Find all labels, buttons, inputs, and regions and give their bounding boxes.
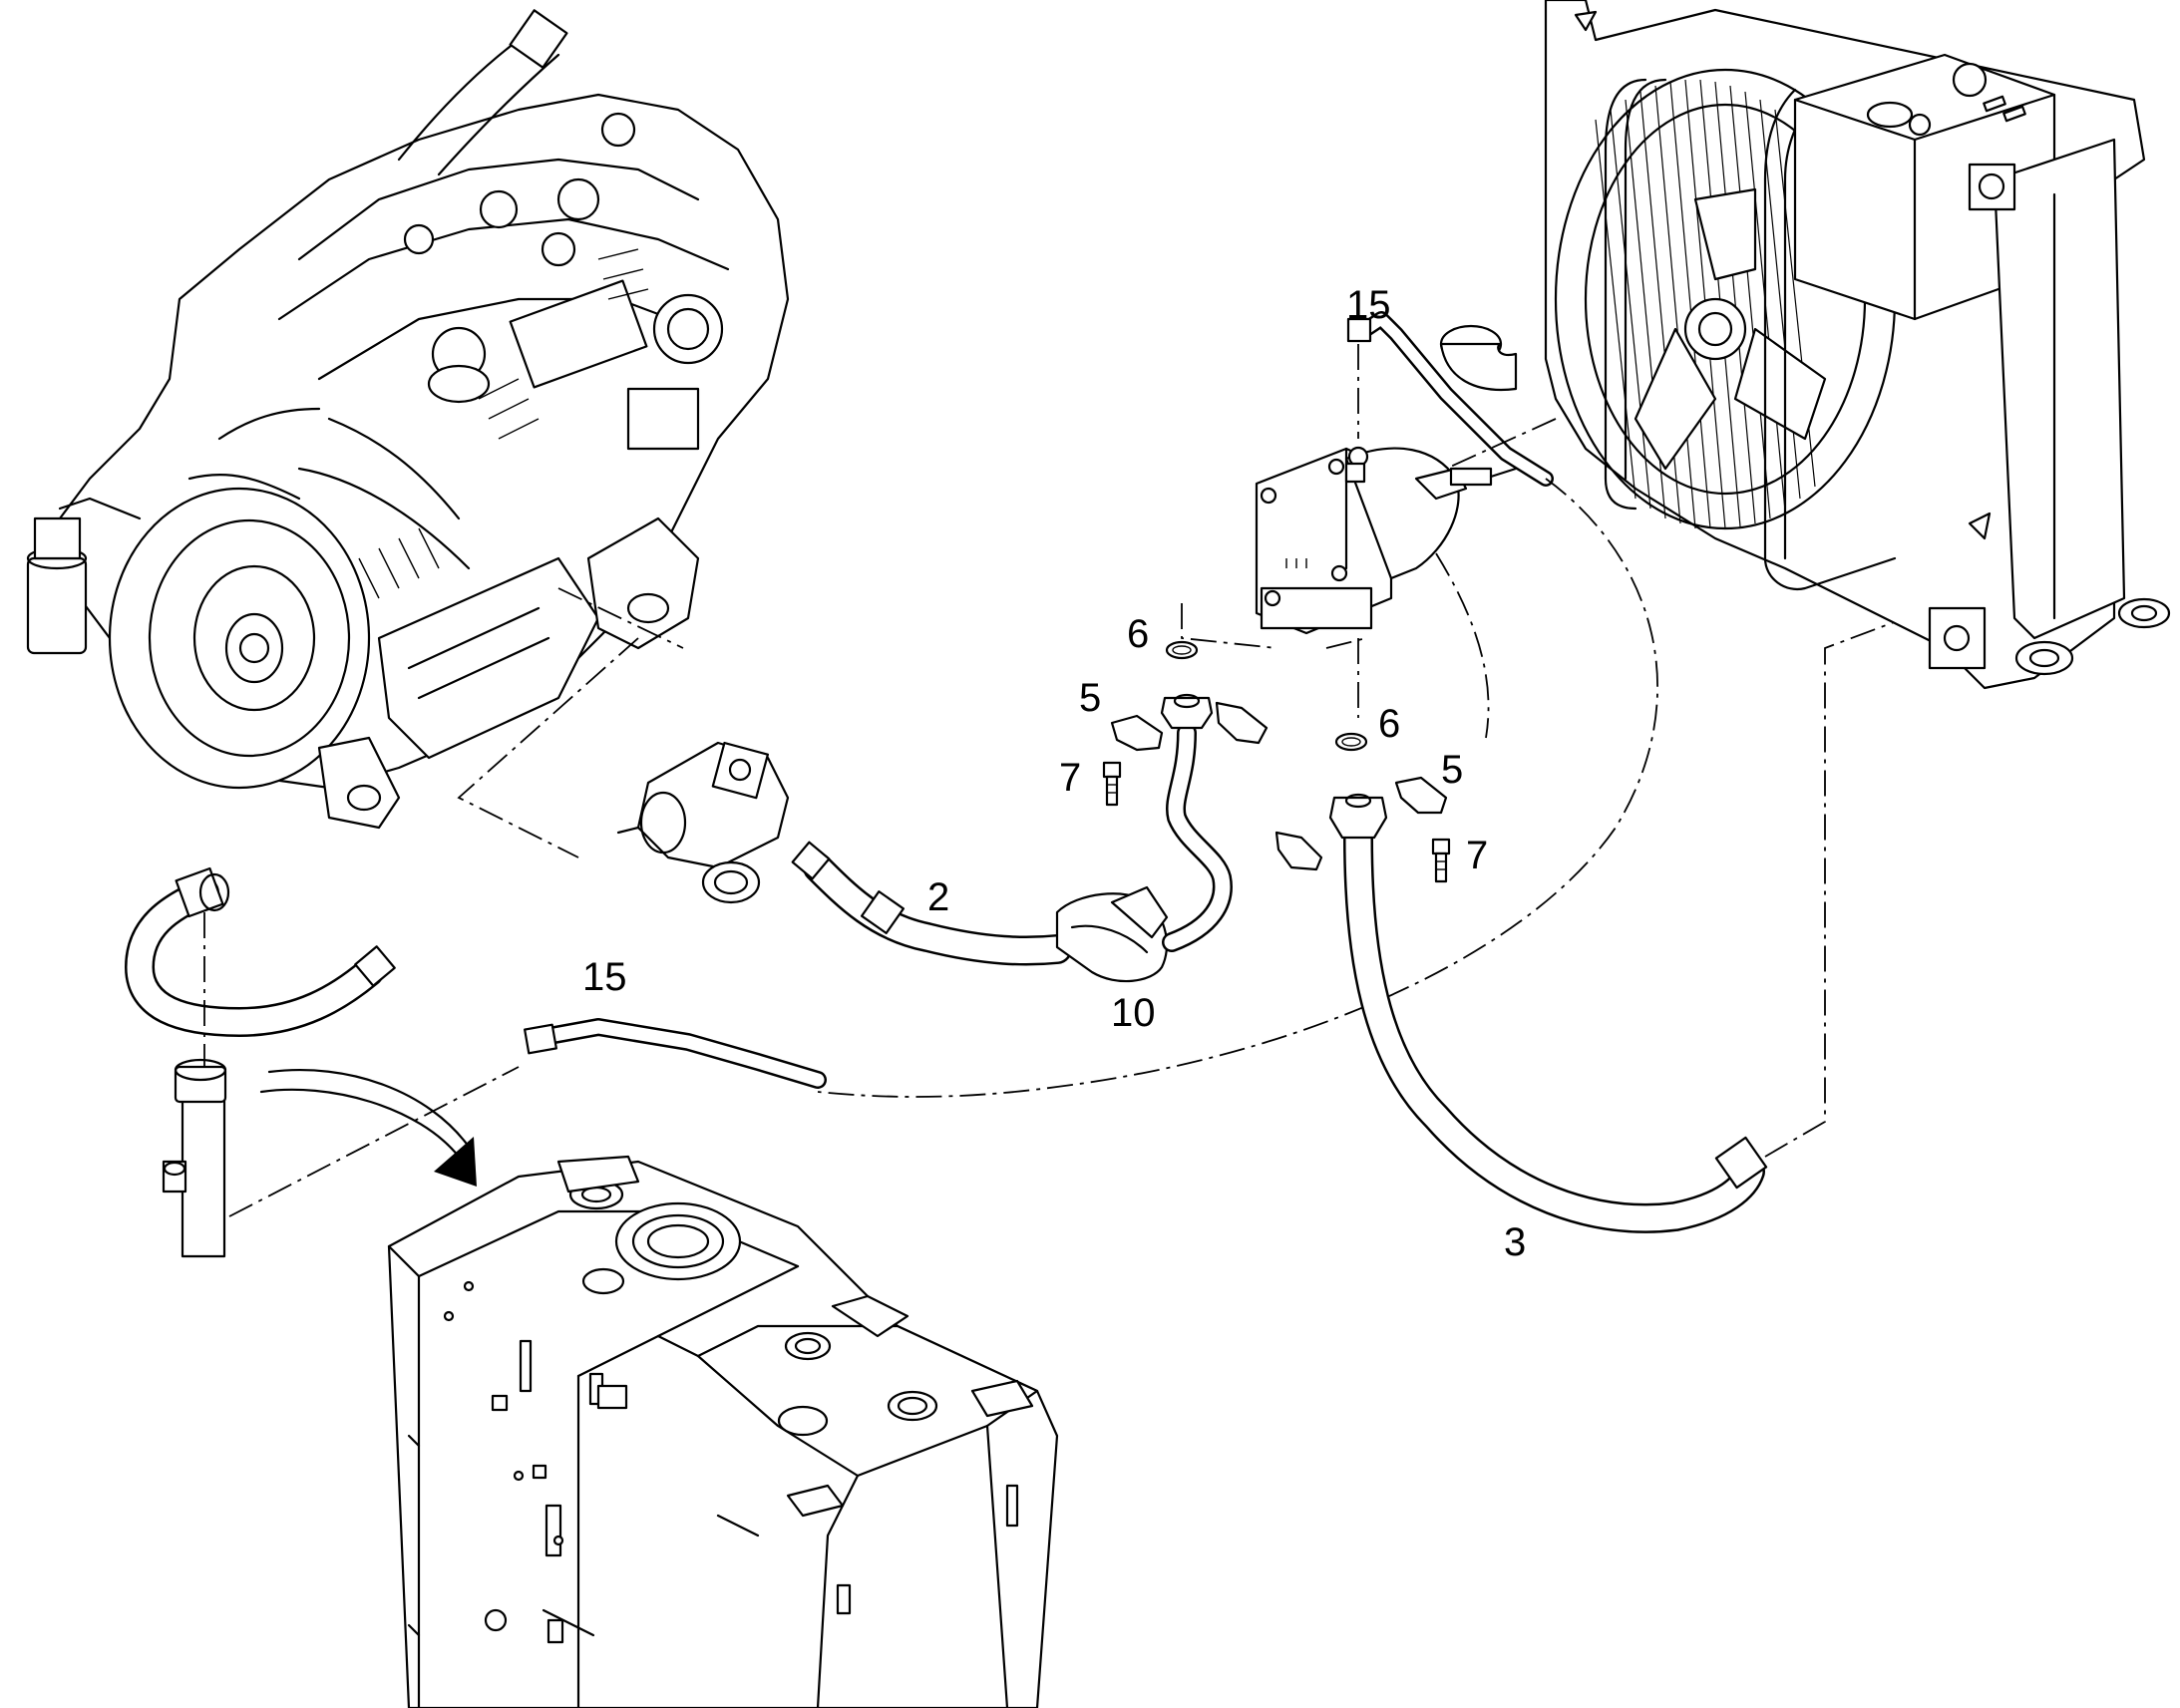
hose-upper-left (1160, 693, 1233, 952)
callout-3: 3 (1504, 1220, 1527, 1264)
hydraulic-pump (616, 741, 790, 904)
callout-15-top: 15 (1346, 283, 1391, 327)
bolt-7-right (1431, 838, 1451, 883)
bolt-7-left (1102, 761, 1122, 807)
hydraulic-tank (387, 1155, 1059, 1708)
seal-6-right (1334, 732, 1368, 752)
callout-5-right: 5 (1441, 748, 1464, 792)
callout-15-bottom: 15 (582, 955, 627, 999)
engine-assembly (26, 9, 790, 830)
callout-6-left: 6 (1127, 612, 1150, 656)
cooler-assembly (1439, 0, 2171, 690)
arrow-to-tank (259, 1088, 461, 1159)
callout-2: 2 (927, 875, 950, 919)
hose-15-top (1346, 311, 1554, 487)
hose-2 (791, 841, 1072, 966)
clamp-10 (1055, 885, 1169, 983)
hose-3 (1328, 793, 1768, 1233)
callout-7-right: 7 (1466, 834, 1489, 877)
callout-5-left: 5 (1079, 676, 1102, 720)
callout-10: 10 (1111, 991, 1156, 1035)
tee-fitting (162, 1058, 227, 1258)
seal-6-left (1165, 640, 1199, 660)
callout-7-left: 7 (1059, 756, 1082, 800)
clamp-half-5-right (1274, 776, 1448, 871)
hose-elbow-left (125, 866, 396, 1037)
hose-15-bottom (524, 1018, 827, 1089)
clamp-half-5-left (1110, 701, 1269, 752)
callout-6-right: 6 (1378, 702, 1401, 746)
valve-block (1255, 446, 1518, 635)
